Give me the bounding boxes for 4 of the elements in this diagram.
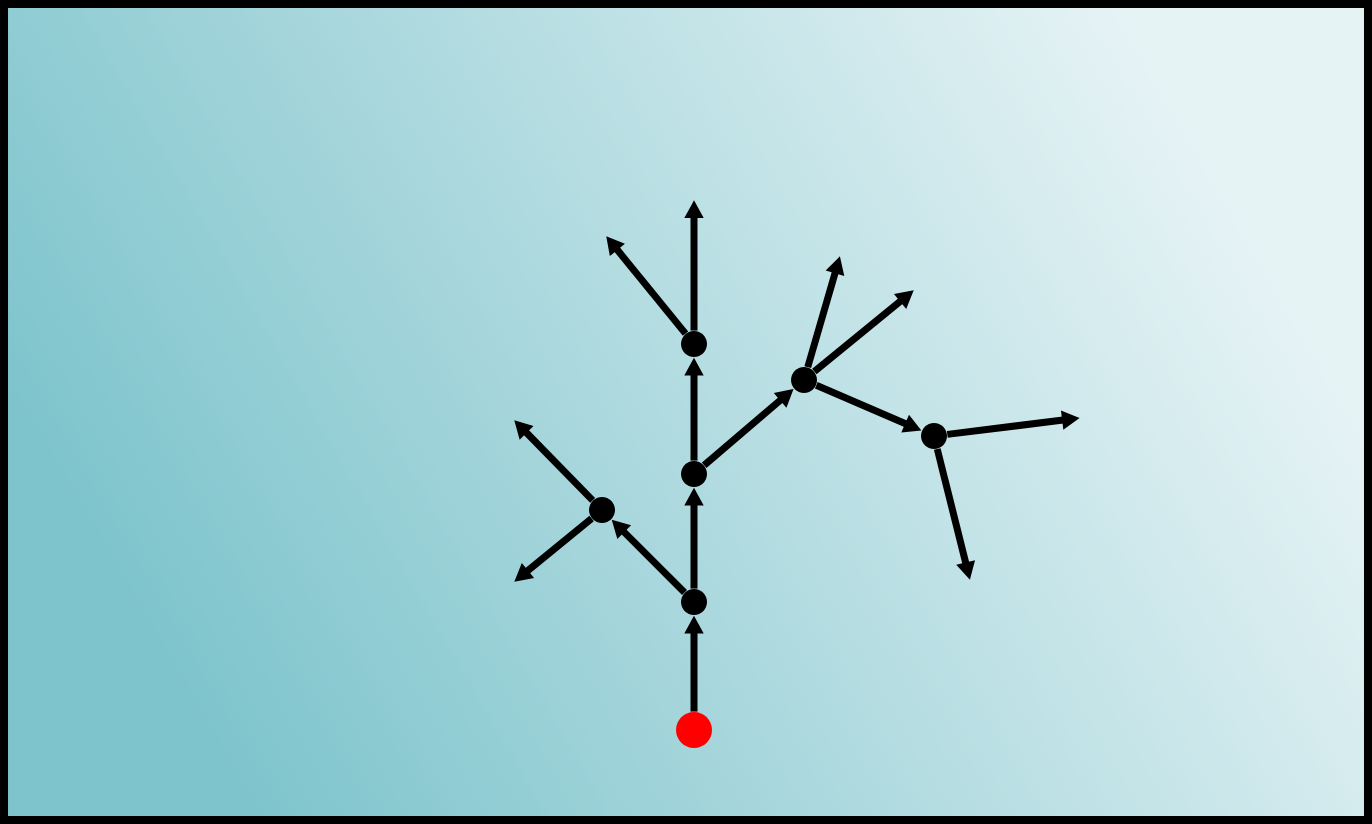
dot [676,712,712,748]
dot [589,497,615,523]
dot [921,423,947,449]
dot [791,367,817,393]
